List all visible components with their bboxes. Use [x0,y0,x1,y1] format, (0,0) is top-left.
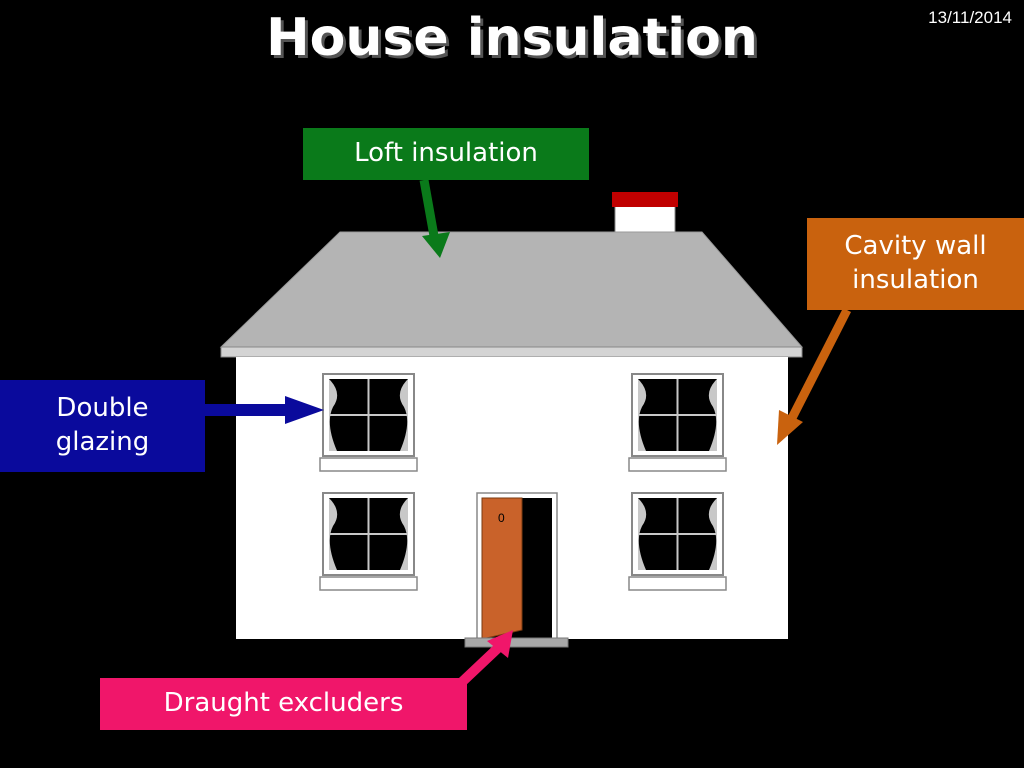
front-door [464,492,569,648]
roof [219,231,804,348]
glazing-arrow [205,396,324,424]
glazing-line-2: glazing [55,427,150,457]
draught-excluders-text: Draught excluders [163,688,404,719]
draught-excluders-label: Draught excluders [100,678,467,730]
cavity-line-2: insulation [852,265,979,295]
cavity-line-1: Cavity wall [844,231,987,262]
window-top-left [319,373,418,472]
window-bottom-right [628,492,727,591]
cavity-wall-insulation-label: Cavity wall insulation [807,218,1024,310]
door-number: 0 [498,511,505,525]
loft-arrow [419,179,450,258]
chimney-cap [612,192,678,207]
loft-insulation-label: Loft insulation [303,128,589,180]
slide-title: House insulation [266,8,758,68]
roof-eave [220,346,803,358]
slide-date: 13/11/2014 [928,8,1012,27]
double-glazing-label: Double glazing [0,380,205,472]
window-bottom-left [319,492,418,591]
loft-insulation-text: Loft insulation [354,138,538,169]
draught-arrow [458,630,513,686]
window-top-right [628,373,727,472]
glazing-line-1: Double [56,393,149,424]
cavity-arrow [777,307,852,445]
